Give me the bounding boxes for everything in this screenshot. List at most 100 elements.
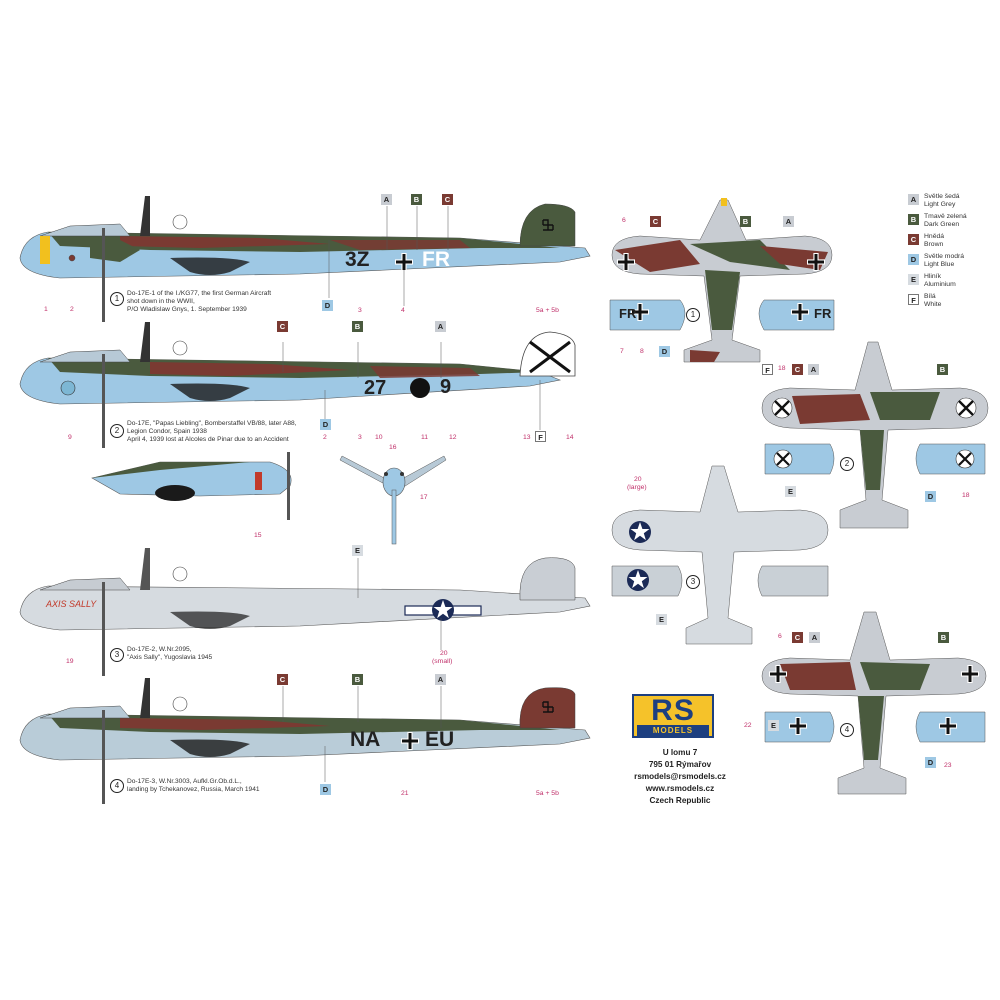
swatch-c: C xyxy=(792,632,803,643)
top-view-1 xyxy=(611,198,833,363)
callout-number: 5a + 5b xyxy=(536,790,559,797)
nose-art-text: AXIS SALLY xyxy=(46,599,97,609)
caption-3: Do-17E-2, W.Nr.2095, "Axis Sally", Yugos… xyxy=(127,646,213,661)
address-email: rsmodels@rsmodels.cz xyxy=(634,772,726,781)
swatch-d: D xyxy=(925,491,936,502)
callout-number: 10 xyxy=(375,434,383,441)
callout-number: 2 xyxy=(323,434,327,441)
top-view-4 xyxy=(761,611,987,795)
underwing-4 xyxy=(764,711,986,743)
callout-number: 5a + 5b xyxy=(536,307,559,314)
callout-number: 7 xyxy=(620,348,624,355)
swatch-c: C xyxy=(650,216,661,227)
underwing-1 xyxy=(609,299,835,331)
callout-number: 3 xyxy=(358,434,362,441)
callout-number: 1 xyxy=(44,306,48,313)
underwing-code: FR xyxy=(619,306,637,321)
address-city: 795 01 Rýmařov xyxy=(648,760,712,769)
callout-number: 18 xyxy=(962,492,970,499)
callout-number: 20 xyxy=(634,476,642,483)
swatch-c: C xyxy=(792,364,803,375)
callout-number: 9 xyxy=(68,434,72,441)
callout-number: 2 xyxy=(70,306,74,313)
address-country: Czech Republic xyxy=(649,796,711,805)
rs-models-logo: RS MODELS xyxy=(632,694,714,738)
address-website: www.rsmodels.cz xyxy=(645,784,715,793)
swatch-c: C xyxy=(277,674,288,685)
swatch-a: A xyxy=(783,216,794,227)
swatch-a: A xyxy=(435,321,446,332)
swatch-b: B xyxy=(352,321,363,332)
swatch-e: E xyxy=(656,614,667,625)
callout-number: 14 xyxy=(566,434,574,441)
underwing-code: FR xyxy=(814,306,832,321)
nacelle-detail xyxy=(91,452,292,520)
swatch-d: D xyxy=(925,757,936,768)
code-letters-left-2: 27 xyxy=(364,377,387,399)
swatch-c: C xyxy=(277,321,288,332)
profile-2 xyxy=(19,322,576,448)
callout-number: 12 xyxy=(449,434,457,441)
swatch-d: D xyxy=(320,784,331,795)
caption-2: Do-17E, "Papas Liebling", Bomberstaffel … xyxy=(127,420,297,443)
code-letters-right-4: EU xyxy=(425,728,455,751)
scheme-number-2: 2 xyxy=(110,424,124,438)
callout-number: 11 xyxy=(421,434,429,441)
top-view-number-3: 3 xyxy=(686,575,700,589)
caption-1: Do-17E-1 of the I./KG77, the first Germa… xyxy=(127,290,272,313)
callout-number: 19 xyxy=(66,658,74,665)
swatch-b: B xyxy=(938,632,949,643)
legend-swatch: E xyxy=(908,274,919,285)
callout-number: 21 xyxy=(401,790,409,797)
swatch-b: B xyxy=(740,216,751,227)
callout-number: 23 xyxy=(944,762,952,769)
profile-1 xyxy=(19,196,591,322)
swatch-a: A xyxy=(808,364,819,375)
swatch-e: E xyxy=(768,720,779,731)
top-view-number-4: 4 xyxy=(840,723,854,737)
callout-number: 22 xyxy=(744,722,752,729)
callout-number: 16 xyxy=(389,444,397,451)
swatch-f: F xyxy=(762,364,773,375)
legend-swatch: C xyxy=(908,234,919,245)
swatch-e: E xyxy=(352,545,363,556)
code-letters-left-1: 3Z xyxy=(345,248,370,271)
callout-number: 17 xyxy=(420,494,428,501)
swatch-d: D xyxy=(320,419,331,430)
legend-swatch: B xyxy=(908,214,919,225)
profile-4 xyxy=(19,678,591,804)
swatch-e: E xyxy=(785,486,796,497)
callout-number: 8 xyxy=(640,348,644,355)
swatch-a: A xyxy=(809,632,820,643)
callout-number: 6 xyxy=(622,217,626,224)
swatch-b: B xyxy=(411,194,422,205)
code-letters-left-4: NA xyxy=(350,728,381,751)
top-view-number-2: 2 xyxy=(840,457,854,471)
underwing-3 xyxy=(611,565,829,597)
callout-number: 20 xyxy=(440,650,448,657)
swatch-b: B xyxy=(937,364,948,375)
legend-swatch: D xyxy=(908,254,919,265)
swatch-a: A xyxy=(435,674,446,685)
callout-number: 18 xyxy=(778,365,786,372)
callout-number: 3 xyxy=(358,307,362,314)
callout-number: (small) xyxy=(432,658,453,665)
address-street: U lomu 7 xyxy=(662,748,698,757)
top-view-number-1: 1 xyxy=(686,308,700,322)
swatch-a: A xyxy=(381,194,392,205)
swatch-d: D xyxy=(659,346,670,357)
swatch-f: F xyxy=(535,431,546,442)
legend-swatch: F xyxy=(908,294,919,305)
swatch-b: B xyxy=(352,674,363,685)
tail-front-view xyxy=(339,455,447,545)
scheme-number-4: 4 xyxy=(110,779,124,793)
caption-4: Do-17E-3, W.Nr.3003, Aufkl.Gr.Ob.d.L., l… xyxy=(127,778,260,793)
